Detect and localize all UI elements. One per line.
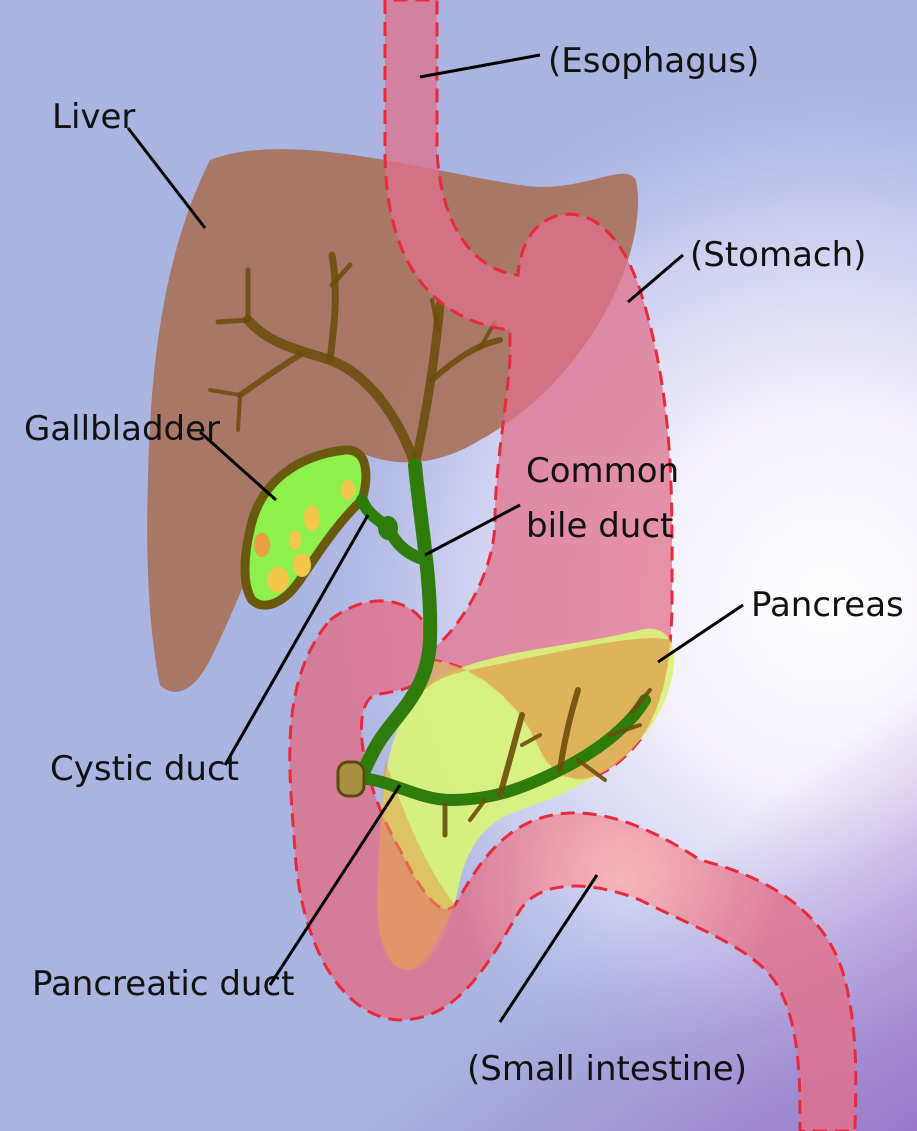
label-cystic-duct: Cystic duct — [50, 749, 239, 789]
label-small-intestine: (Small intestine) — [467, 1049, 747, 1089]
label-esophagus: (Esophagus) — [548, 41, 759, 81]
label-gallbladder: Gallbladder — [24, 409, 220, 449]
cystic-duct-valve — [378, 516, 398, 540]
label-pancreatic-duct: Pancreatic duct — [32, 964, 294, 1004]
ampulla — [338, 762, 364, 796]
label-pancreas: Pancreas — [751, 585, 904, 625]
label-liver: Liver — [52, 97, 135, 137]
label-common-bile-duct-line2: bile duct — [526, 506, 673, 546]
label-stomach: (Stomach) — [690, 235, 866, 275]
label-common-bile-duct-line1: Common — [526, 451, 679, 491]
